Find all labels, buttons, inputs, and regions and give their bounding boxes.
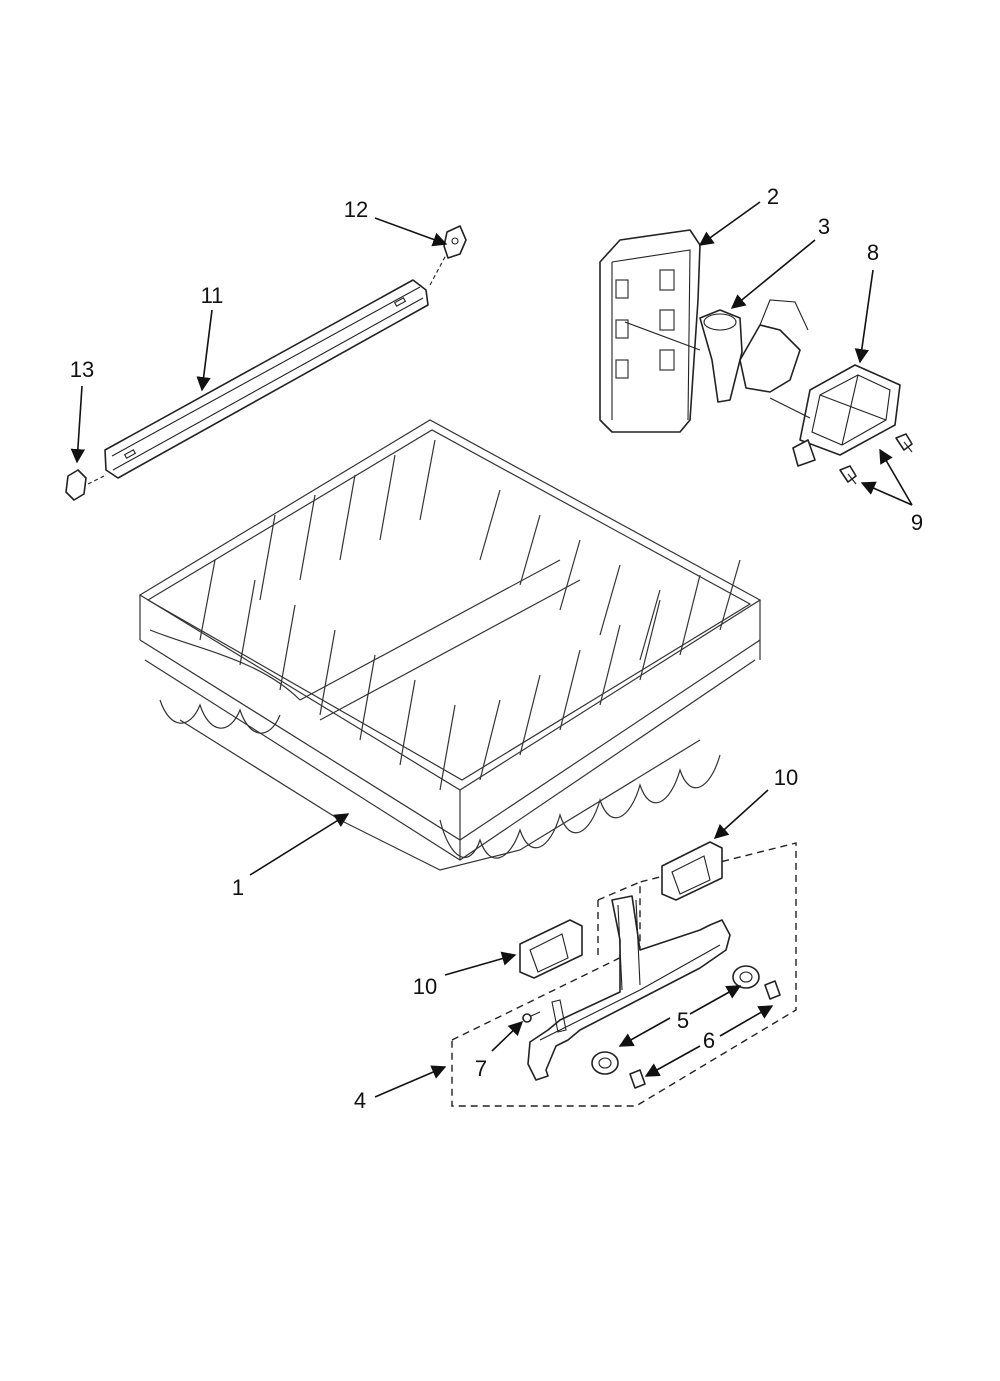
adjuster-housing-part [599, 229, 701, 433]
callout-8: 8 [867, 240, 879, 265]
handle-part [699, 299, 809, 403]
wheel-carrier-group [451, 842, 797, 1107]
callout-2: 2 [767, 184, 779, 209]
callout-13: 13 [70, 357, 94, 382]
end-stop-part [429, 225, 467, 286]
bracket-part [769, 364, 901, 467]
callout-11: 11 [201, 283, 224, 308]
wheel-part [591, 965, 760, 1075]
callout-6: 6 [703, 1028, 715, 1053]
upper-dishrack-part [138, 419, 762, 871]
callout-4: 4 [354, 1088, 366, 1113]
callout-5: 5 [677, 1008, 689, 1033]
callout-7: 7 [475, 1056, 487, 1081]
wheel-carrier-part [527, 895, 731, 1081]
callout-12: 12 [344, 197, 368, 222]
leader-lines [70, 201, 913, 1098]
screw-part [839, 433, 913, 485]
rack-rail-part [104, 279, 429, 479]
axle-part [629, 980, 781, 1089]
callout-3: 3 [818, 214, 830, 239]
callout-10-upper: 10 [774, 765, 798, 790]
rack-clip-part [519, 841, 723, 979]
screw-small-part [522, 1011, 541, 1023]
callout-10-lower: 10 [413, 974, 437, 999]
end-cap-part [65, 469, 105, 501]
callout-9: 9 [911, 510, 923, 535]
callout-1: 1 [232, 875, 244, 900]
